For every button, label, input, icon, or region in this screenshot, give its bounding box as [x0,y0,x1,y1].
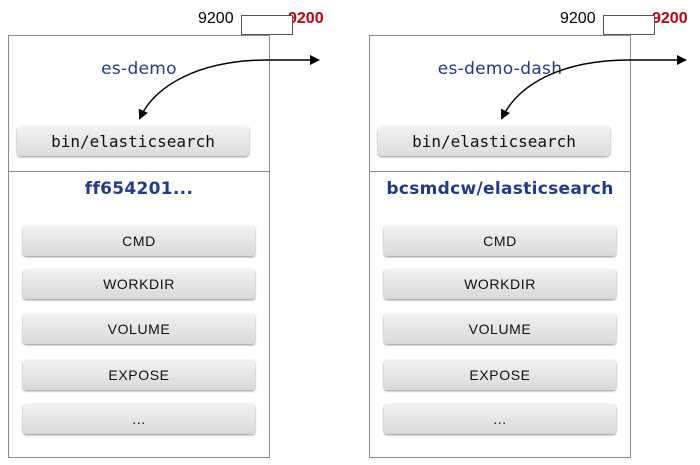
external-port-label: 9200 [652,10,688,27]
layer-divider [9,171,269,172]
external-port-label: 9200 [288,10,324,27]
container-panel: es-demo bin/elasticsearch ff654201... CM… [8,35,270,458]
image-layer-more: ... [23,404,255,434]
image-layer-expose: EXPOSE [23,360,255,390]
command-bar: bin/elasticsearch [17,126,249,156]
image-layer-cmd: CMD [384,226,616,256]
image-layer-expose: EXPOSE [384,360,616,390]
internal-port-label: 9200 [198,10,234,27]
image-layer-volume: VOLUME [23,314,255,344]
image-layer-cmd: CMD [23,226,255,256]
internal-port-label: 9200 [560,10,596,27]
image-name: bcsmdcw/elasticsearch [386,179,614,199]
image-layer-workdir: WORKDIR [384,269,616,299]
image-layer-workdir: WORKDIR [23,269,255,299]
container-panel: es-demo-dash bin/elasticsearch bcsmdcw/e… [369,35,631,458]
image-layer-volume: VOLUME [384,314,616,344]
command-bar: bin/elasticsearch [378,126,610,156]
image-layer-more: ... [384,404,616,434]
image-name: ff654201... [84,179,194,199]
container-name: es-demo [101,59,177,79]
container-name: es-demo-dash [437,59,563,79]
port-mapping-box [241,15,293,35]
layer-divider [370,171,630,172]
port-mapping-box [603,15,655,35]
